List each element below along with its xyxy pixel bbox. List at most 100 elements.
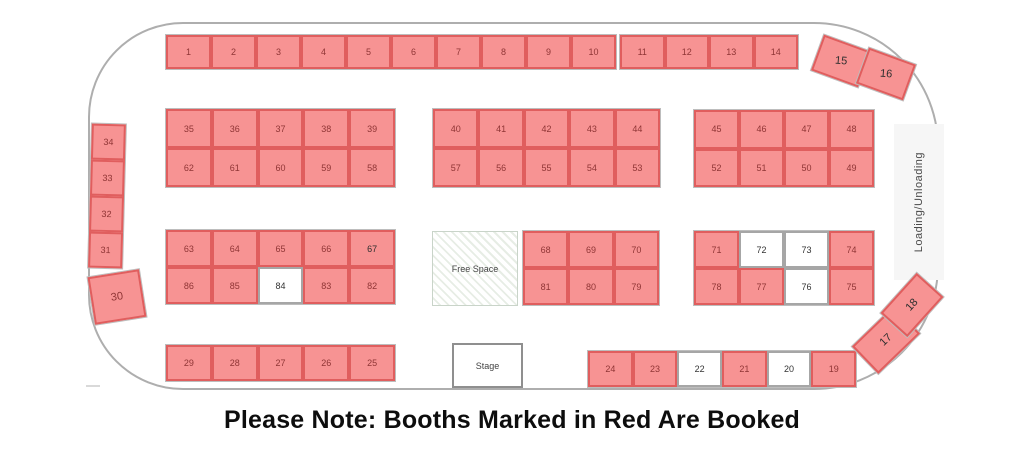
booth-67[interactable]: 67 xyxy=(349,230,395,267)
booth-21[interactable]: 21 xyxy=(722,351,767,387)
booth-81[interactable]: 81 xyxy=(523,268,569,305)
booth-12[interactable]: 12 xyxy=(664,35,709,69)
booth-84[interactable]: 84 xyxy=(257,267,304,304)
booth-number: 37 xyxy=(275,123,286,134)
booth-37[interactable]: 37 xyxy=(257,109,304,148)
booth-35[interactable]: 35 xyxy=(166,109,212,148)
booth-number: 70 xyxy=(631,244,642,255)
booth-51[interactable]: 51 xyxy=(739,148,784,187)
booth-5[interactable]: 5 xyxy=(346,35,391,69)
booth-10[interactable]: 10 xyxy=(571,35,616,69)
booth-46[interactable]: 46 xyxy=(739,110,784,149)
booth-53[interactable]: 53 xyxy=(614,148,661,187)
booth-3[interactable]: 3 xyxy=(256,35,301,69)
booth-number: 57 xyxy=(450,162,461,173)
booth-40[interactable]: 40 xyxy=(433,109,479,148)
booth-number: 20 xyxy=(784,364,795,374)
booth-1[interactable]: 1 xyxy=(166,35,211,69)
booth-8[interactable]: 8 xyxy=(481,35,526,69)
booth-73[interactable]: 73 xyxy=(784,231,829,268)
booth-23[interactable]: 23 xyxy=(632,351,678,387)
booth-75[interactable]: 75 xyxy=(829,268,874,305)
booth-26[interactable]: 26 xyxy=(303,345,350,381)
booth-24[interactable]: 24 xyxy=(588,351,633,387)
booth-6[interactable]: 6 xyxy=(391,35,436,69)
booth-58[interactable]: 58 xyxy=(349,148,395,187)
booth-29[interactable]: 29 xyxy=(166,345,212,381)
booth-54[interactable]: 54 xyxy=(569,148,615,187)
booth-82[interactable]: 82 xyxy=(349,267,395,304)
booth-2[interactable]: 2 xyxy=(211,35,256,69)
booth-79[interactable]: 79 xyxy=(613,268,659,305)
booth-41[interactable]: 41 xyxy=(478,109,524,148)
booth-7[interactable]: 7 xyxy=(436,35,481,69)
booth-14[interactable]: 14 xyxy=(753,35,798,69)
booth-13[interactable]: 13 xyxy=(709,35,754,69)
booth-57[interactable]: 57 xyxy=(433,148,479,187)
booth-69[interactable]: 69 xyxy=(568,231,614,268)
booth-9[interactable]: 9 xyxy=(526,35,571,69)
booth-33[interactable]: 33 xyxy=(90,159,125,197)
booth-86[interactable]: 86 xyxy=(166,267,212,304)
booth-47[interactable]: 47 xyxy=(784,110,829,149)
booth-number: 73 xyxy=(801,244,812,255)
booth-number: 74 xyxy=(846,244,857,255)
booth-number: 81 xyxy=(540,281,551,292)
booth-78[interactable]: 78 xyxy=(694,268,739,305)
booth-66[interactable]: 66 xyxy=(303,230,350,267)
booth-56[interactable]: 56 xyxy=(478,148,524,187)
booth-61[interactable]: 61 xyxy=(211,148,258,187)
booth-71[interactable]: 71 xyxy=(694,231,739,268)
booth-74[interactable]: 74 xyxy=(829,231,874,268)
booth-38[interactable]: 38 xyxy=(303,109,350,148)
booth-number: 52 xyxy=(711,162,722,173)
booth-50[interactable]: 50 xyxy=(784,148,829,187)
booth-72[interactable]: 72 xyxy=(739,231,784,268)
booth-52[interactable]: 52 xyxy=(694,148,739,187)
booth-number: 85 xyxy=(229,280,240,291)
booth-43[interactable]: 43 xyxy=(569,109,615,148)
booth-70[interactable]: 70 xyxy=(613,231,659,268)
booth-22[interactable]: 22 xyxy=(677,351,723,387)
booth-number: 45 xyxy=(711,124,722,135)
booth-76[interactable]: 76 xyxy=(784,268,829,305)
booth-65[interactable]: 65 xyxy=(257,230,304,267)
booth-19[interactable]: 19 xyxy=(811,351,857,387)
booth-28[interactable]: 28 xyxy=(211,345,258,381)
booth-42[interactable]: 42 xyxy=(523,109,570,148)
booth-number: 75 xyxy=(846,281,857,292)
booth-83[interactable]: 83 xyxy=(303,267,350,304)
booth-27[interactable]: 27 xyxy=(257,345,304,381)
booth-64[interactable]: 64 xyxy=(211,230,258,267)
booth-63[interactable]: 63 xyxy=(166,230,212,267)
booth-48[interactable]: 48 xyxy=(829,110,874,149)
booth-44[interactable]: 44 xyxy=(614,109,661,148)
booth-30[interactable]: 30 xyxy=(87,269,147,325)
booth-85[interactable]: 85 xyxy=(211,267,258,304)
booth-11[interactable]: 11 xyxy=(620,35,665,69)
booth-60[interactable]: 60 xyxy=(257,148,304,187)
booth-80[interactable]: 80 xyxy=(568,268,614,305)
stage-label: Stage xyxy=(475,360,500,371)
booth-49[interactable]: 49 xyxy=(829,148,874,187)
booth-number: 27 xyxy=(275,358,286,368)
booth-45[interactable]: 45 xyxy=(694,110,739,149)
booth-68[interactable]: 68 xyxy=(523,231,569,268)
booth-62[interactable]: 62 xyxy=(166,148,212,187)
booth-20[interactable]: 20 xyxy=(766,351,812,387)
booth-55[interactable]: 55 xyxy=(523,148,570,187)
booth-4[interactable]: 4 xyxy=(301,35,346,69)
booth-77[interactable]: 77 xyxy=(739,268,784,305)
booth-39[interactable]: 39 xyxy=(349,109,395,148)
booth-number: 2 xyxy=(230,47,236,57)
booth-number: 63 xyxy=(183,243,194,254)
booth-34[interactable]: 34 xyxy=(90,123,126,161)
booth-number: 50 xyxy=(801,162,812,173)
booth-31[interactable]: 31 xyxy=(88,231,124,269)
booth-36[interactable]: 36 xyxy=(211,109,258,148)
booth-25[interactable]: 25 xyxy=(349,345,395,381)
booth-32[interactable]: 32 xyxy=(89,195,124,233)
booth-59[interactable]: 59 xyxy=(303,148,350,187)
